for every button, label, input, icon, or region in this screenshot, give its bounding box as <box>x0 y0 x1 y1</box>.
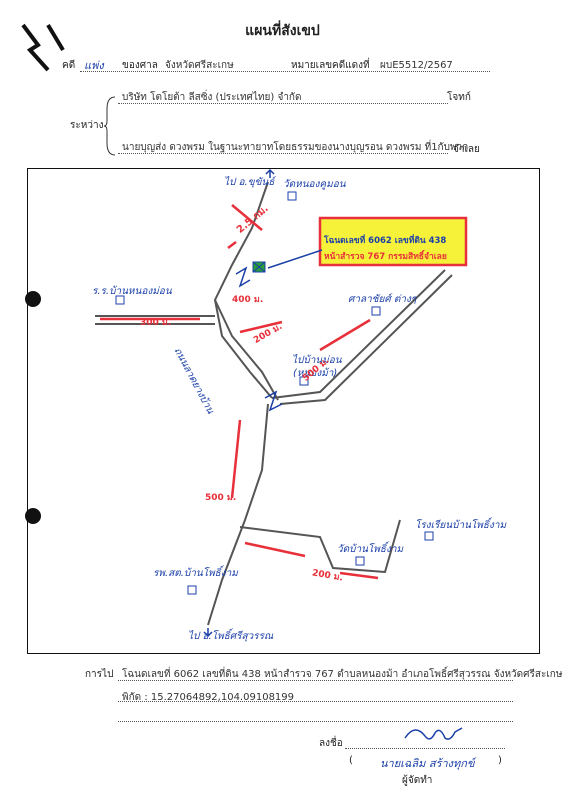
target-arrow <box>267 249 323 269</box>
case-underline <box>80 71 490 72</box>
signer-role: ผู้จัดทำ <box>402 775 433 786</box>
landmark-square-icon <box>115 295 125 305</box>
coordinates: พิกัด : 15.27064892,104.09108199 <box>122 692 295 703</box>
landmark-square-icon <box>355 556 365 566</box>
sign-underline <box>345 748 505 749</box>
landmark-wat-nongkumon: วัดหนองคูมอน <box>283 179 346 190</box>
defendant-name: นายบุญส่ง ดวงพรม ในฐานะทายาทโดยธรรมของนา… <box>122 142 469 153</box>
road-main-north-parallel <box>214 299 279 401</box>
sign-label: ลงชื่อ <box>319 738 343 749</box>
goto-underline <box>118 680 513 681</box>
dist-line-1 <box>231 204 263 231</box>
target-line-2: หน้าสำรวจ 767 กรรมสิทธิ์จำเลย <box>324 252 447 262</box>
dist-line-se <box>244 541 306 558</box>
plaintiff-role: โจทก์ <box>447 92 471 103</box>
road-east-2 <box>279 274 453 405</box>
court-label: ของศาล <box>122 60 158 71</box>
brace-icon <box>103 96 116 156</box>
landmark-square-icon <box>371 306 381 316</box>
landmark-square-icon <box>424 531 434 541</box>
landmark-square-icon <box>287 191 297 201</box>
signature-icon <box>404 727 463 740</box>
junction-mark-icon <box>235 266 251 288</box>
landmark-wat-pho: วัดบ้านโพธิ์งาม <box>337 544 404 555</box>
defendant-role: จำเลย <box>453 144 480 155</box>
red-number: ผบE5512/2567 <box>380 60 453 71</box>
distance-label: 500 ม. <box>205 493 237 503</box>
landmark-square-icon <box>187 585 197 595</box>
plot-marker-cross <box>252 261 266 273</box>
case-label: คดี <box>62 60 76 71</box>
dist-line-south <box>230 419 242 499</box>
corner-mark-icon <box>21 23 65 72</box>
case-type: แพ่ง <box>84 59 104 72</box>
plaintiff-name: บริษัท โตโยต้า ลีสซิ่ง (ประเทศไทย) จำกัด <box>122 92 302 103</box>
red-number-label: หมายเลขคดีแดงที่ <box>291 60 370 71</box>
landmark-square-icon <box>299 376 309 386</box>
binder-hole <box>25 508 41 524</box>
distance-label: 400 ม. <box>232 295 264 305</box>
landmark-pai-nongmon-sub: (หนองม้า) <box>293 368 338 379</box>
road-east <box>271 269 446 399</box>
dest-top: ไป อ.ขุขันธ์ <box>224 177 275 188</box>
court-name: จังหวัดศรีสะเกษ <box>165 60 234 71</box>
landmark-school-bansok: รพ.สต.บ้านโพธิ์งาม <box>153 568 238 579</box>
page-title: แผนที่สังเขป <box>245 23 320 39</box>
defendant-underline <box>118 153 448 154</box>
plaintiff-underline <box>118 103 448 104</box>
paren-close: ) <box>498 755 502 766</box>
paren-open: ( <box>349 755 353 766</box>
map-frame <box>27 168 540 654</box>
landmark-pai-nongmon: ไปบ้านม่อน <box>292 355 342 366</box>
blank-underline <box>118 721 513 722</box>
road-south-east <box>239 519 401 574</box>
target-line-1: โฉนดเลขที่ 6062 เลขที่ดิน 438 <box>324 236 447 246</box>
distance-label: 300 ม. <box>140 318 172 328</box>
signer-name: นายเฉลิม สร้างทุกข์ <box>380 757 475 770</box>
dist-line-se2 <box>339 571 379 580</box>
goto-text: โฉนดเลขที่ 6062 เลขที่ดิน 438 หน้าสำรวจ … <box>122 669 563 680</box>
north-arrow-icon <box>265 168 275 178</box>
target-box <box>318 216 468 267</box>
dist-line-east <box>319 318 371 352</box>
south-arrow-icon <box>203 628 213 638</box>
landmark-school-pho: โรงเรียนบ้านโพธิ์งาม <box>415 520 507 531</box>
landmark-school-nongmon: ร.ร.บ้านหนองม่อน <box>92 286 172 297</box>
goto-label: การไป <box>85 669 114 680</box>
binder-hole <box>25 291 41 307</box>
dist-line-mid <box>239 320 283 334</box>
dest-bottom: ไป อ.โพธิ์ศรีสุวรรณ <box>188 631 274 642</box>
between-label: ระหว่าง <box>70 120 104 131</box>
road-south <box>207 403 269 626</box>
landmark-sala: ศาลาชัยศ์ ต่างๆ <box>348 294 417 305</box>
coords-underline <box>118 701 513 702</box>
junction-mark-icon <box>264 390 283 412</box>
